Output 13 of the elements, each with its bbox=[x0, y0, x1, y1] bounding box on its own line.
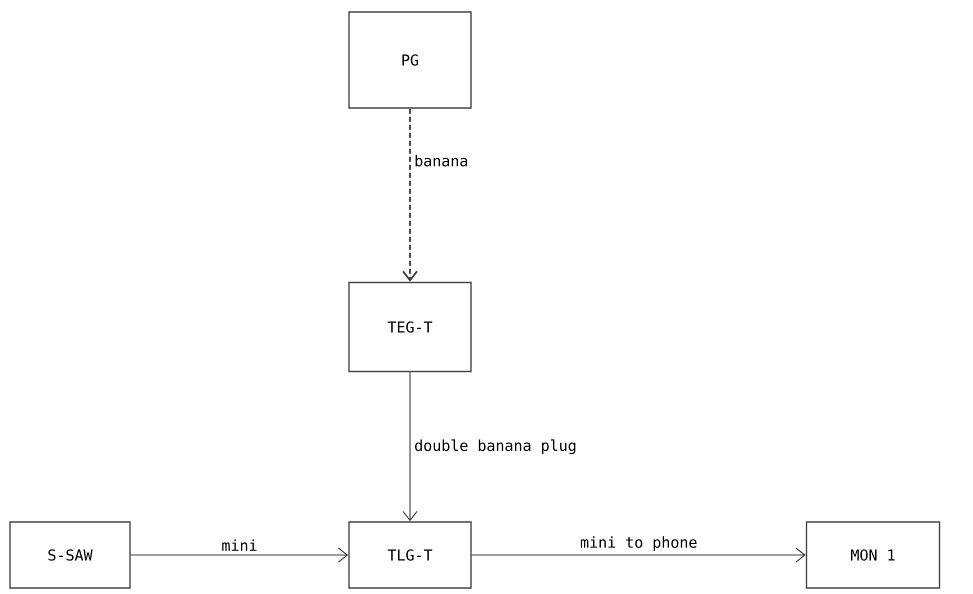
arrow bbox=[130, 548, 348, 562]
device-box: PG bbox=[348, 11, 472, 109]
device-box: MON 1 bbox=[806, 521, 940, 589]
device-box: S-SAW bbox=[9, 521, 131, 589]
device-box: TLG-T bbox=[348, 521, 472, 589]
edge-label: mini to phone bbox=[580, 536, 697, 551]
arrow bbox=[402, 372, 418, 522]
edge-label: double banana plug bbox=[415, 439, 576, 454]
device-box: TEG-T bbox=[348, 282, 472, 372]
edge-label: banana bbox=[416, 154, 468, 166]
edge-label: mini bbox=[222, 539, 257, 551]
arrow bbox=[472, 548, 806, 562]
arrow bbox=[402, 108, 418, 282]
